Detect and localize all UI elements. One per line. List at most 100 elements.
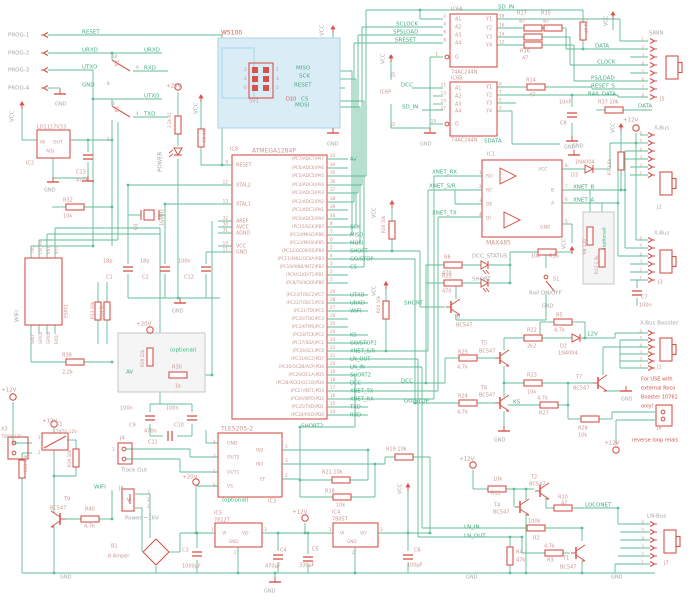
- junction-dot: [580, 526, 584, 530]
- label: 18p: [103, 259, 113, 265]
- j7-lnbus-connector-pin: [649, 552, 656, 560]
- label: J8: [656, 426, 662, 432]
- label: 4: [443, 22, 446, 27]
- label: RESET_S: [591, 84, 615, 90]
- label: 17: [330, 385, 336, 390]
- label: Y3: [485, 101, 492, 107]
- resistor: [543, 24, 563, 32]
- sv1-pad: [263, 85, 269, 91]
- junction-dot: [634, 141, 638, 145]
- label: R24: [458, 394, 468, 400]
- label: GND: [327, 142, 339, 148]
- label: RAIL DATA: [588, 92, 616, 98]
- label: R10: [558, 495, 568, 501]
- label: 3: [276, 76, 279, 81]
- j5-s88n-connector-pin: [649, 37, 656, 45]
- label: 3: [147, 490, 150, 495]
- symbol-segment: [155, 538, 170, 553]
- label: SV1: [249, 99, 259, 105]
- label: 5: [285, 444, 288, 449]
- label: G: [455, 122, 459, 128]
- label: +12V: [623, 118, 639, 124]
- label: VCC: [54, 245, 59, 254]
- junction-dot: [508, 571, 512, 575]
- label: RO: [486, 174, 493, 180]
- label: (PC2/ADC2)PA2: [292, 199, 325, 204]
- rj-jack-icon: [675, 535, 681, 548]
- resistor: [598, 248, 606, 268]
- label: XNET_A: [573, 198, 594, 204]
- label: GND: [172, 309, 184, 315]
- label: +12V: [1, 388, 17, 394]
- label: VI: [222, 531, 226, 537]
- label: 5: [565, 219, 568, 224]
- label: LN_IN: [464, 525, 480, 531]
- label: 4: [639, 252, 642, 257]
- junction-dot: [273, 571, 277, 575]
- junction-dot: [520, 535, 524, 539]
- label: POWER: [158, 151, 164, 172]
- label: 3: [330, 261, 333, 266]
- resistor: [332, 493, 352, 501]
- label: 4,7k: [537, 396, 548, 402]
- label: +12V: [459, 457, 475, 463]
- label: IC5: [214, 511, 222, 517]
- label: 19: [431, 119, 437, 124]
- label: (PC28/XCK1/OC1B)PD4: [276, 380, 324, 385]
- label: R15: [541, 11, 551, 17]
- label: R20 10k: [376, 295, 381, 313]
- prog-header-pin: [42, 31, 49, 39]
- label: IC3: [268, 499, 276, 505]
- label: 20: [330, 361, 336, 366]
- connector-pin: [444, 54, 450, 60]
- label: 10: [391, 121, 396, 127]
- npn-transistor: [539, 492, 550, 500]
- label: (PC25/TXD)PD1: [291, 404, 324, 409]
- label: IN1: [256, 462, 264, 468]
- label: 2: [147, 497, 150, 502]
- label: VCC: [320, 24, 326, 36]
- label: S1: [553, 277, 559, 283]
- label: SHORT: [350, 249, 369, 255]
- label: +20V: [182, 475, 198, 481]
- rj-jack-icon: [659, 249, 673, 274]
- label: (PC11/AIN1/OC0A)PB3: [277, 256, 324, 261]
- label: AV: [350, 157, 357, 163]
- label: DATA: [638, 104, 652, 110]
- label: R17: [517, 11, 527, 17]
- j1-xbus-booster-connector-pin: [647, 357, 654, 365]
- junction-dot: [110, 205, 114, 209]
- j1-xbus-booster-connector-pin: [647, 350, 654, 358]
- label: J3: [657, 280, 663, 286]
- symbol-segment: [142, 551, 157, 566]
- label: TXD2-12V: [55, 429, 77, 434]
- label: 6: [443, 30, 446, 35]
- label: LN_OUT: [464, 534, 486, 540]
- label: 1: [641, 560, 644, 565]
- label: For USE with: [641, 377, 673, 383]
- label: 16: [499, 23, 505, 28]
- j7-lnbus-connector-pin: [649, 536, 656, 544]
- label: (PC27/INT1)PD3: [291, 388, 325, 393]
- diode-icon: [571, 333, 582, 343]
- label: X3: [1, 427, 8, 433]
- label: only!: [641, 404, 654, 410]
- label: R33 10k: [90, 301, 95, 319]
- label: R12 1,5k: [594, 255, 599, 274]
- npn-transistor: [519, 508, 530, 516]
- junction-dot: [366, 448, 370, 452]
- label: BC547: [573, 386, 589, 392]
- label: UTXD: [144, 94, 159, 100]
- label: 9: [136, 65, 139, 70]
- resistor: [197, 128, 205, 148]
- label: 470µF: [265, 564, 281, 570]
- j1-xbus-booster-connector-pin: [647, 329, 654, 337]
- vcc-arrow: [405, 483, 411, 488]
- label: GND: [494, 438, 506, 444]
- label: GND: [82, 83, 95, 89]
- label: 8: [330, 221, 333, 226]
- resistor: [586, 226, 594, 246]
- supply-circle: [632, 124, 640, 132]
- label: 10nF: [559, 100, 572, 106]
- junction-dot: [566, 381, 570, 385]
